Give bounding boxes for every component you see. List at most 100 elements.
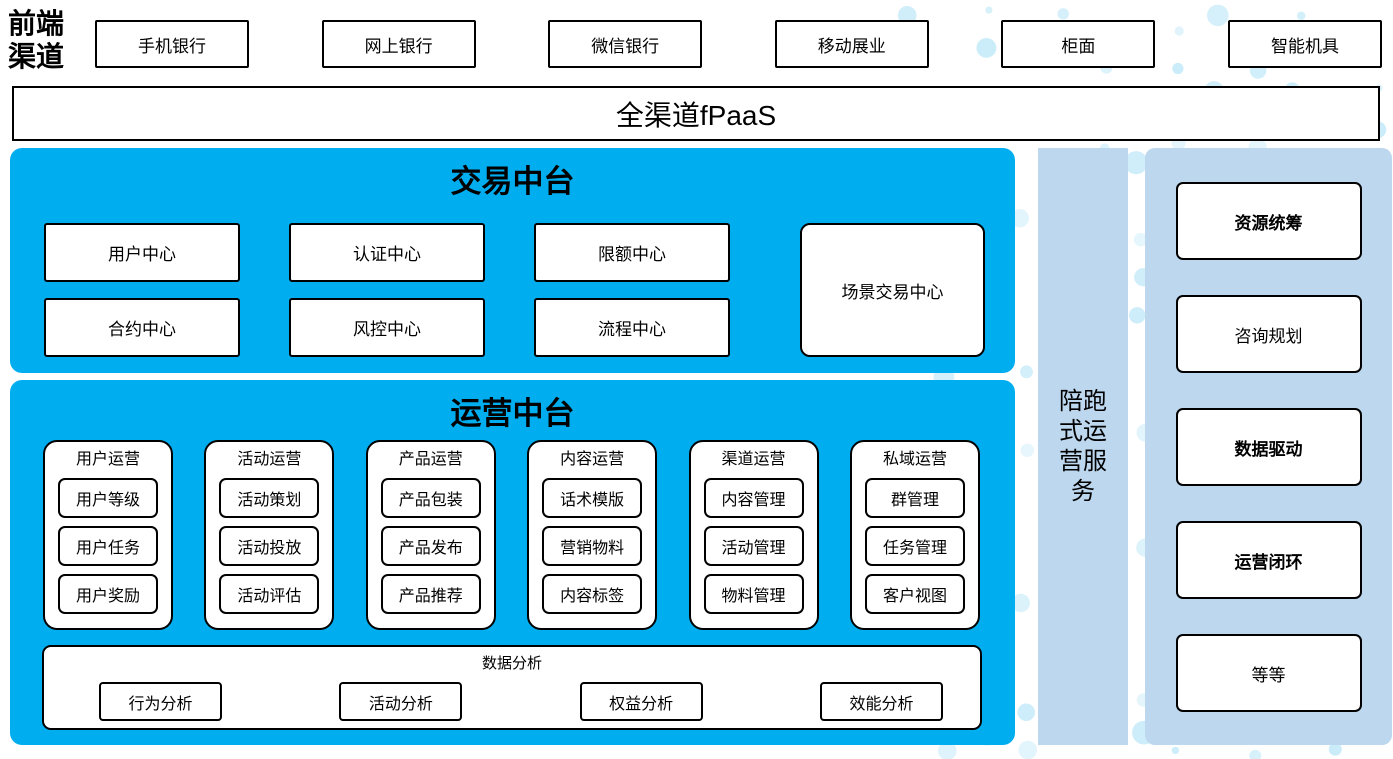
decorative-dot: [1010, 209, 1029, 228]
channel-label: 移动展业: [817, 36, 886, 56]
operation-group-title: 用户运营: [75, 451, 140, 468]
fpaas-label: 全渠道fPaaS: [615, 99, 777, 131]
trade-platform-title: 交易中台: [450, 164, 575, 199]
center-label: 流程中心: [598, 320, 666, 339]
decorative-dot: [1174, 26, 1184, 36]
analysis-item-box: 权益分析: [579, 682, 703, 721]
center-label: 限额中心: [598, 245, 666, 264]
operation-item-box: 活动评估: [219, 574, 320, 614]
operation-item-box: 产品发布: [380, 526, 481, 566]
decorative-dot: [1020, 365, 1033, 379]
data-analysis-title: 数据分析: [481, 655, 542, 672]
decorative-dot: [1017, 703, 1035, 722]
center-box: 限额中心: [534, 223, 730, 282]
channel-box: 移动展业: [774, 20, 929, 68]
operation-item-label: 产品包装: [398, 492, 463, 509]
operation-item-label: 任务管理: [882, 540, 947, 557]
scene-trade-center-label: 场景交易中心: [841, 282, 944, 302]
operation-item-box: 活动管理: [703, 526, 804, 566]
service-capability-label: 运营闭环: [1234, 552, 1303, 572]
center-label: 风控中心: [353, 320, 421, 339]
service-capability-label: 咨询规划: [1234, 326, 1303, 346]
operation-item-label: 客户视图: [882, 588, 947, 605]
decorative-dot: [1020, 443, 1034, 457]
channel-label: 微信银行: [591, 36, 660, 56]
service-capability-box: 运营闭环: [1175, 521, 1362, 599]
operation-group: 产品运营 产品包装 产品发布 产品推荐: [365, 440, 496, 630]
analysis-item-box: 活动分析: [339, 682, 463, 721]
operation-item-label: 用户等级: [75, 492, 140, 509]
operation-item-label: 话术模版: [560, 492, 625, 509]
operation-item-label: 活动策划: [237, 492, 302, 509]
operation-group: 用户运营 用户等级 用户任务 用户奖励: [43, 440, 173, 630]
operation-item-label: 活动管理: [721, 540, 786, 557]
operation-group: 活动运营 活动策划 活动投放 活动评估: [204, 440, 335, 630]
operation-item-box: 用户任务: [58, 526, 158, 566]
analysis-item-label: 活动分析: [368, 695, 433, 713]
operation-group: 私域运营 群管理 任务管理 客户视图: [849, 440, 980, 630]
operation-item-box: 用户等级: [58, 478, 158, 518]
channel-box: 柜面: [1001, 20, 1156, 68]
analysis-item-label: 权益分析: [609, 695, 674, 713]
operation-item-box: 产品推荐: [380, 574, 481, 614]
channel-box: 手机银行: [95, 20, 249, 68]
operation-item-label: 内容标签: [560, 588, 625, 605]
center-label: 用户中心: [108, 245, 176, 264]
operation-item-box: 任务管理: [864, 526, 965, 566]
channel-box: 网上银行: [321, 20, 476, 68]
service-capability-label: 资源统筹: [1234, 213, 1303, 233]
side-service-label: 陪跑式运营服务: [1059, 387, 1107, 505]
operation-item-box: 物料管理: [703, 574, 804, 614]
center-box: 认证中心: [289, 223, 485, 282]
decorative-dot: [1172, 62, 1184, 75]
decorative-dot: [985, 6, 993, 14]
channel-box: 智能机具: [1227, 20, 1382, 68]
decorative-dot: [1171, 746, 1180, 755]
operation-group-items: 活动策划 活动投放 活动评估: [219, 478, 320, 614]
channel-label: 柜面: [1061, 36, 1096, 56]
operation-group-title: 私域运营: [882, 451, 947, 468]
center-label: 认证中心: [353, 245, 421, 264]
center-box: 用户中心: [44, 223, 240, 282]
trade-centers-grid: 用户中心 认证中心 限额中心 合约中心 风控中心 流程中心: [44, 223, 730, 357]
operation-groups-row: 用户运营 用户等级 用户任务 用户奖励 活动运营: [43, 440, 980, 630]
operation-item-box: 话术模版: [542, 478, 643, 518]
operation-group-title: 内容运营: [560, 451, 625, 468]
operation-item-label: 物料管理: [721, 588, 786, 605]
analysis-item-label: 效能分析: [849, 695, 914, 713]
operation-platform-panel: 运营中台 用户运营 用户等级 用户任务 用户奖励 活: [10, 380, 1015, 745]
decorative-dot: [1124, 151, 1148, 175]
service-capability-box: 等等: [1175, 634, 1362, 712]
trade-platform-panel: 交易中台 用户中心 认证中心 限额中心 合约中心 风控中心 流程中心 场景交易中…: [10, 148, 1015, 373]
operation-item-box: 群管理: [864, 478, 965, 518]
service-capability-box: 咨询规划: [1175, 295, 1362, 373]
operation-group-title: 活动运营: [237, 451, 302, 468]
data-analysis-box: 数据分析 行为分析 活动分析 权益分析 效能分析: [42, 645, 982, 730]
decorative-dot: [1133, 232, 1148, 247]
operation-item-box: 产品包装: [380, 478, 481, 518]
center-box: 流程中心: [534, 298, 730, 357]
decorative-dot: [1018, 740, 1038, 759]
decorative-dot: [1249, 749, 1262, 759]
operation-group-title: 渠道运营: [721, 451, 786, 468]
analysis-item-label: 行为分析: [128, 695, 193, 713]
decorative-dot: [897, 6, 917, 25]
operation-item-box: 活动策划: [219, 478, 320, 518]
analysis-item-box: 效能分析: [819, 682, 943, 721]
service-capability-panel: 资源统筹 咨询规划 数据驱动 运营闭环 等等: [1145, 148, 1392, 745]
service-capability-box: 数据驱动: [1175, 408, 1362, 486]
side-service-bar: 陪跑式运营服务: [1038, 148, 1128, 745]
operation-group: 内容运营 话术模版 营销物料 内容标签: [527, 440, 658, 630]
operation-item-label: 活动投放: [237, 540, 302, 557]
operation-group-items: 群管理 任务管理 客户视图: [864, 478, 965, 614]
operation-group-items: 内容管理 活动管理 物料管理: [703, 478, 804, 614]
center-box: 风控中心: [289, 298, 485, 357]
data-analysis-items: 行为分析 活动分析 权益分析 效能分析: [99, 682, 943, 721]
center-label: 合约中心: [108, 320, 176, 339]
operation-group: 渠道运营 内容管理 活动管理 物料管理: [688, 440, 819, 630]
operation-item-label: 营销物料: [560, 540, 625, 557]
operation-platform-title: 运营中台: [450, 396, 575, 431]
operation-item-box: 内容标签: [542, 574, 643, 614]
front-channel-row: 手机银行 网上银行 微信银行 移动展业 柜面 智能机具: [95, 20, 1382, 68]
